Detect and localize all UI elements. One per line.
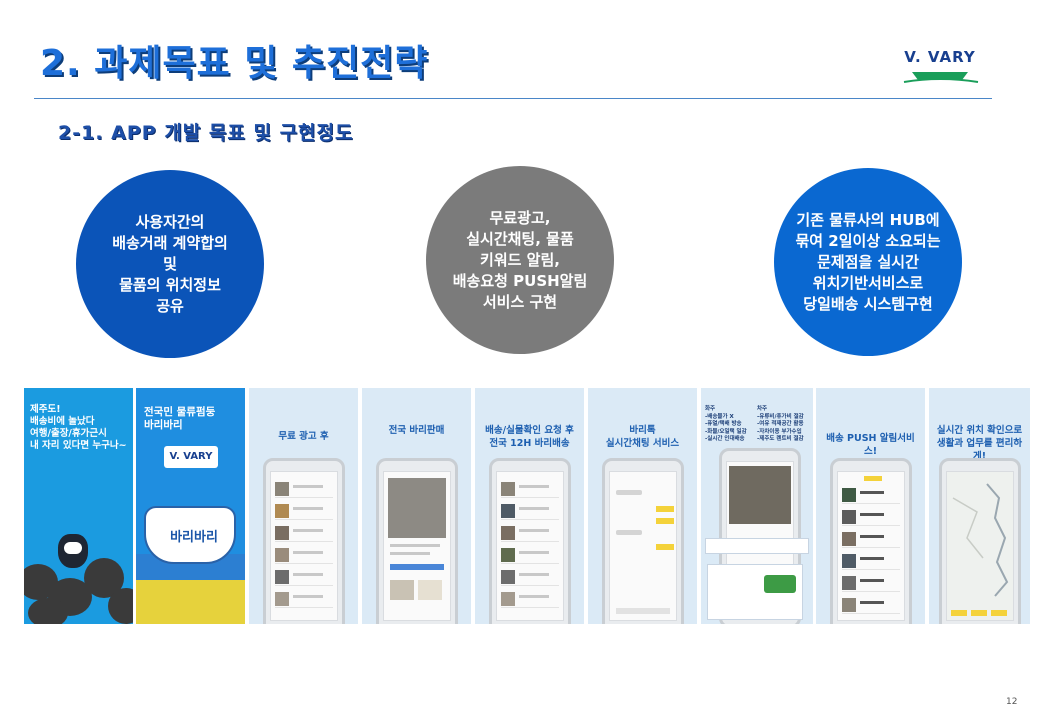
caption-line: 배송/실물확인 요청 후 xyxy=(485,425,574,436)
mascot-face xyxy=(64,542,82,554)
circle-line: 위치기반서비스로 xyxy=(812,273,924,292)
circle-line: 서비스 구현 xyxy=(482,292,558,311)
caption-line: 전국민 물류펌둥 xyxy=(144,406,216,418)
caption-line: -실시간 인대배송 xyxy=(705,436,745,442)
caption-line: 바리톡 xyxy=(629,425,656,436)
phone-mockup xyxy=(489,458,571,624)
screenshot-panel-benefits: 화주 -배송물가 X -퓨열/택배 방송 -화물/오일택 일감 -실시간 인대배… xyxy=(701,388,813,624)
phone-screen xyxy=(270,471,338,621)
circle-line: 무료광고, xyxy=(489,208,551,227)
screenshot-panel-free-ad: 무료 광고 후 xyxy=(249,388,358,624)
caption-line: -화물/오일택 일감 xyxy=(705,428,747,435)
company-logo: V. VARY xyxy=(898,48,982,84)
header-divider xyxy=(34,98,992,99)
goal-circle-contract: 사용자간의 배송거래 계약합의 및 물품의 위치정보 공유 xyxy=(76,170,264,358)
section-subtitle: 2-1. APP 개발 목표 및 구현정도 xyxy=(58,122,354,144)
caption-line: 실시간채팅 서비스 xyxy=(605,438,680,449)
circle-line: 공유 xyxy=(156,296,184,315)
circle-line: 당일배송 시스템구현 xyxy=(803,294,933,313)
phone-screen xyxy=(383,471,451,621)
phone-screen xyxy=(609,471,677,621)
goal-circle-delivery: 기존 물류사의 HUB에 묶여 2일이상 소요되는 문제점을 실시간 위치기반서… xyxy=(774,168,962,356)
brand-logo: V. VARY xyxy=(164,446,218,468)
truck-card xyxy=(707,564,803,620)
circle-line: 사용자간의 xyxy=(135,212,205,231)
circle-line: 물품의 위치정보 xyxy=(119,275,221,294)
info-card xyxy=(705,538,809,554)
panel-caption: 전국민 물류펌둥 바리바리 xyxy=(144,406,215,432)
panel-caption: 전국 바리판매 xyxy=(366,424,467,437)
screenshot-panel-12h-delivery: 배송/실물확인 요청 후 전국 12H 바리배송 xyxy=(475,388,584,624)
caption-line: -여유 적재공간 활용 xyxy=(757,421,804,427)
screenshot-panel-push: 배송 PUSH 알림서비스! xyxy=(816,388,925,624)
flower-field xyxy=(136,580,245,624)
caption-line: 바리바리 xyxy=(144,419,183,431)
caption-line: -퓨열/택배 방송 xyxy=(705,421,742,427)
phone-screen xyxy=(496,471,564,621)
logo-text: V. VARY xyxy=(904,48,976,66)
circle-line: 및 xyxy=(163,254,177,273)
owner-benefits: 화주 -배송물가 X -퓨열/택배 방송 -화물/오일택 일감 -실시간 인대배… xyxy=(705,406,747,444)
circle-line: 문제점을 실시간 xyxy=(817,252,919,271)
screenshot-panel-chat: 바리톡 실시간채팅 서비스 xyxy=(588,388,697,624)
caption-line: 생활과 업무를 편리하게! xyxy=(936,438,1023,462)
caption-line: 배송 PUSH 알림서비스! xyxy=(826,433,915,457)
circle-line: 실시간채팅, 물품 xyxy=(466,229,574,248)
screenshot-panel-brand: 전국민 물류펌둥 바리바리 V. VARY 바리바리 xyxy=(136,388,245,624)
caption-line: 차주 xyxy=(757,406,768,412)
rock-shape xyxy=(108,588,133,624)
panel-caption: 바리톡 실시간채팅 서비스 xyxy=(592,424,693,450)
circle-line: 배송요청 PUSH알림 xyxy=(452,271,588,290)
caption-line: 전국 12H 바리배송 xyxy=(489,438,570,449)
driver-benefits: 차주 -유류비/휴가비 절감 -여유 적재공간 활용 -자차이용 부가수입 -제… xyxy=(757,406,804,444)
caption-line: 배송비에 놀났다 xyxy=(30,416,95,427)
caption-line: 내 자리 있다면 누구나~ xyxy=(30,440,127,451)
phone-mockup xyxy=(939,458,1021,624)
caption-line: -제주도 렌트비 절감 xyxy=(757,436,804,442)
circle-line: 기존 물류사의 HUB에 xyxy=(796,210,940,229)
caption-line: 무료 광고 후 xyxy=(278,431,329,442)
ship-illustration xyxy=(144,506,236,564)
screenshot-panel-location: 실시간 위치 확인으로 생활과 업무를 편리하게! xyxy=(929,388,1030,624)
caption-line: -배송물가 X xyxy=(705,413,734,420)
panel-caption: 제주도! 배송비에 놀났다 여행/출장/휴가근시 내 자리 있다면 누구나~ xyxy=(30,404,127,452)
panel-caption: 배송 PUSH 알림서비스! xyxy=(820,432,921,458)
caption-line: 전국 바리판매 xyxy=(388,425,445,436)
map-icon xyxy=(952,483,1009,597)
page-title: 2. 과제목표 및 추진전략 xyxy=(40,43,429,84)
goal-circle-services: 무료광고, 실시간채팅, 물품 키워드 알림, 배송요청 PUSH알림 서비스 … xyxy=(426,166,614,354)
phone-mockup xyxy=(263,458,345,624)
caption-line: 제주도! xyxy=(30,404,61,415)
ship-icon xyxy=(903,72,979,83)
circle-line: 키워드 알림, xyxy=(480,250,560,269)
caption-line: 화주 xyxy=(705,406,716,412)
circle-line: 배송거래 계약합의 xyxy=(112,233,228,252)
caption-line: -자차이용 부가수입 xyxy=(757,428,802,435)
circle-line: 묶여 2일이상 소요되는 xyxy=(795,231,941,250)
app-screenshot-strip: 제주도! 배송비에 놀났다 여행/출장/휴가근시 내 자리 있다면 누구나~ 전… xyxy=(24,388,1030,624)
rock-shape xyxy=(28,598,68,624)
caption-line: 여행/출장/휴가근시 xyxy=(30,428,107,439)
panel-caption: 실시간 위치 확인으로 생활과 업무를 편리하게! xyxy=(933,424,1026,463)
phone-mockup xyxy=(376,458,458,624)
phone-mockup xyxy=(830,458,912,624)
ship-label: 바리바리 xyxy=(170,530,218,545)
panel-caption: 배송/실물확인 요청 후 전국 12H 바리배송 xyxy=(479,424,580,450)
caption-line: -유류비/휴가비 절감 xyxy=(757,413,804,420)
phone-screen xyxy=(837,471,905,621)
panel-caption: 무료 광고 후 xyxy=(253,430,354,443)
page-number: 12 xyxy=(1006,697,1018,707)
truck-icon xyxy=(764,575,796,593)
screenshot-panel-intro: 제주도! 배송비에 놀났다 여행/출장/휴가근시 내 자리 있다면 누구나~ xyxy=(24,388,133,624)
screenshot-panel-sale: 전국 바리판매 xyxy=(362,388,471,624)
caption-line: 실시간 위치 확인으로 xyxy=(936,425,1023,436)
phone-mockup xyxy=(602,458,684,624)
phone-screen xyxy=(946,471,1014,621)
